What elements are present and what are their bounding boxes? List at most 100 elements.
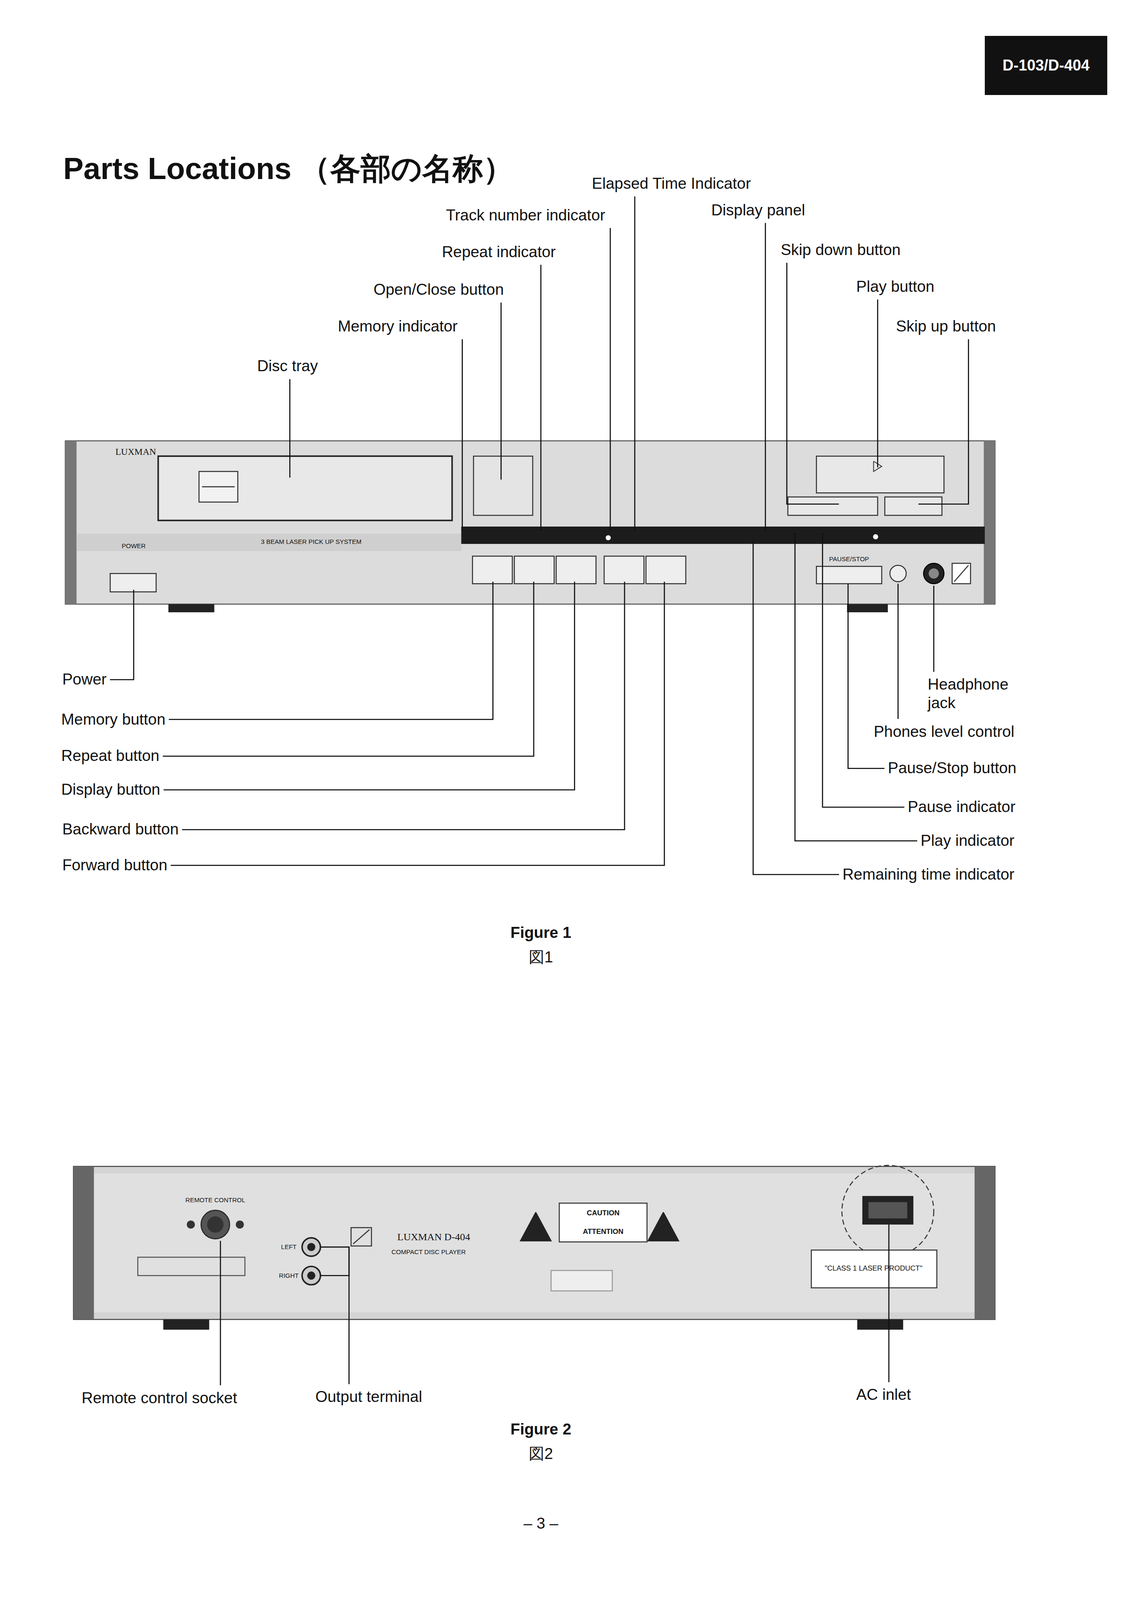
disc-logo xyxy=(198,471,238,502)
callout-label: Display button xyxy=(61,780,161,799)
panel-marking: COMPACT DISC PLAYER xyxy=(391,1248,466,1256)
figure-caption: Figure 2 xyxy=(510,1420,572,1439)
logo-box xyxy=(952,563,971,584)
note-box xyxy=(137,1257,245,1276)
headphone-jack xyxy=(923,563,944,584)
rear-plate xyxy=(93,1173,975,1313)
function-button xyxy=(472,556,513,584)
caution-box xyxy=(559,1203,647,1242)
leader-line xyxy=(933,585,935,672)
figure-caption: 図1 xyxy=(528,948,554,967)
output-jack xyxy=(301,1266,321,1285)
callout-label: Headphone jack xyxy=(927,675,1019,713)
leader-line xyxy=(320,1247,350,1276)
remote-socket xyxy=(207,1216,224,1234)
panel-marking: ATTENTION xyxy=(582,1227,624,1237)
laser-label xyxy=(811,1249,937,1288)
warning-triangle xyxy=(520,1212,551,1242)
panel-marking: RIGHT xyxy=(279,1271,299,1280)
play-button xyxy=(816,456,944,493)
remote-socket xyxy=(201,1210,230,1240)
warning-triangle xyxy=(648,1212,679,1242)
screw xyxy=(235,1220,244,1229)
backward-button xyxy=(604,556,645,584)
callout-label: Pause indicator xyxy=(907,797,1016,817)
skip-up-button xyxy=(884,497,942,516)
power-button xyxy=(110,573,157,592)
callout-label: Disc tray xyxy=(257,356,318,376)
callout-label: Display panel xyxy=(711,201,805,220)
callout-label: Play indicator xyxy=(920,831,1015,851)
leader-line xyxy=(220,1241,222,1386)
output-jack xyxy=(301,1237,321,1256)
callout-label: Open/Close button xyxy=(373,280,504,299)
page-number: – 3 – xyxy=(523,1514,559,1533)
panel-marking: LUXMAN xyxy=(115,446,157,458)
panel-marking: LEFT xyxy=(281,1243,297,1251)
leader-line xyxy=(500,302,502,480)
leader-line xyxy=(163,581,575,790)
side-bar xyxy=(983,440,996,605)
ac-inlet xyxy=(862,1195,914,1225)
panel-marking: POWER xyxy=(121,542,146,550)
callout-label: Skip up button xyxy=(896,317,997,336)
panel-detail xyxy=(353,1229,370,1245)
skip-down-button xyxy=(788,497,878,516)
callout-label: Repeat indicator xyxy=(441,242,556,262)
callout-label: Remaining time indicator xyxy=(842,865,1015,884)
foot xyxy=(857,1319,904,1330)
callout-label: Elapsed Time Indicator xyxy=(592,174,751,193)
leader-line xyxy=(540,264,542,531)
figure-caption: Figure 1 xyxy=(510,923,572,943)
foot xyxy=(168,604,215,613)
leader-line xyxy=(289,379,291,478)
leader-line xyxy=(795,532,918,841)
indicator-dot xyxy=(872,534,878,540)
sticker xyxy=(551,1270,613,1291)
panel-marking: "CLASS 1 LASER PRODUCT" xyxy=(824,1264,923,1273)
leader-line xyxy=(888,1224,890,1383)
leader-line xyxy=(170,581,665,866)
panel-detail xyxy=(201,486,235,488)
disc-tray xyxy=(158,456,453,521)
panel-marking: REMOTE CONTROL xyxy=(185,1196,246,1204)
leader-line xyxy=(162,581,534,756)
indicator-dot xyxy=(605,535,611,541)
leader-line xyxy=(918,339,969,505)
foot xyxy=(847,604,889,613)
panel-marking: 3 BEAM LASER PICK UP SYSTEM xyxy=(260,538,362,546)
function-button xyxy=(556,556,596,584)
callout-label: Backward button xyxy=(62,820,179,839)
callout-label: Repeat button xyxy=(61,746,160,766)
panel-marking: CAUTION xyxy=(586,1209,620,1218)
callout-label: Phones level control xyxy=(873,722,1015,742)
screw xyxy=(186,1220,195,1229)
figure-caption: 図2 xyxy=(528,1444,554,1464)
logo-box xyxy=(350,1227,372,1246)
leader-line xyxy=(182,581,625,830)
panel-detail xyxy=(954,565,969,582)
leader-line xyxy=(752,540,839,875)
leader-lines xyxy=(109,196,969,1386)
leader-line xyxy=(897,583,899,719)
leader-line xyxy=(609,228,612,531)
callout-label: Play button xyxy=(856,277,935,297)
forward-button xyxy=(646,556,686,584)
callout-label: AC inlet xyxy=(856,1385,912,1405)
model-band: D-103/D-404 xyxy=(984,35,1108,96)
callout-label: Skip down button xyxy=(780,240,901,260)
leader-line xyxy=(461,339,463,531)
rear-panel xyxy=(73,1166,995,1320)
display-strip xyxy=(461,526,985,544)
callout-label: Track number indicator xyxy=(445,206,606,225)
model-number: D-103/D-404 xyxy=(1002,56,1090,75)
level-knob xyxy=(889,565,907,582)
callout-label: Memory button xyxy=(61,710,166,729)
leader-line xyxy=(634,196,636,531)
label-strip xyxy=(76,533,462,552)
side-bar xyxy=(73,1166,94,1320)
leader-line xyxy=(168,581,493,720)
leader-line xyxy=(847,583,885,769)
callout-label: Output terminal xyxy=(315,1387,423,1407)
front-panel xyxy=(65,440,996,605)
